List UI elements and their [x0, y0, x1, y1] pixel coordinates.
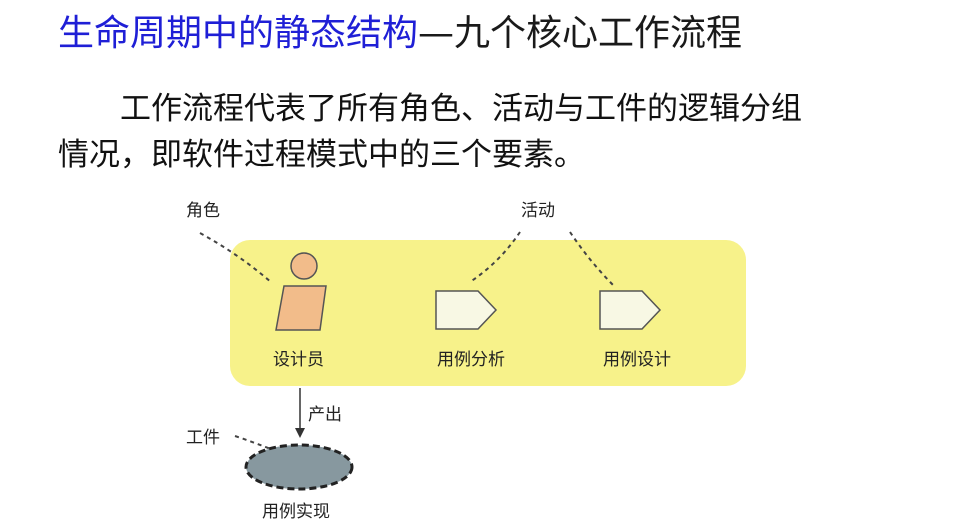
- page-title: 生命周期中的静态结构—九个核心工作流程: [58, 10, 742, 58]
- description-paragraph: 工作流程代表了所有角色、活动与工件的逻辑分组 情况，即软件过程模式中的三个要素。: [58, 86, 938, 178]
- title-dash: —: [418, 13, 455, 54]
- paragraph-line-2: 情况，即软件过程模式中的三个要素。: [58, 137, 585, 173]
- activity-label-2: 用例设计: [603, 350, 671, 370]
- title-highlight: 生命周期中的静态结构: [58, 13, 419, 54]
- title-rest: 九个核心工作流程: [454, 13, 743, 54]
- activity-callout-label: 活动: [521, 201, 555, 221]
- worker-icon: [275, 252, 327, 331]
- artifact-icon: [244, 443, 354, 491]
- artifact-label: 用例实现: [262, 502, 330, 522]
- activity-callout-line-1: [469, 231, 521, 283]
- activity-label-1: 用例分析: [437, 350, 505, 370]
- activity-icon-1: [435, 290, 498, 330]
- role-callout-line: [199, 232, 273, 284]
- role-callout-label: 角色: [186, 201, 220, 221]
- activity-icon-2: [599, 290, 662, 330]
- worker-label: 设计员: [273, 350, 324, 370]
- artifact-callout-label: 工件: [186, 428, 220, 448]
- paragraph-line-1: 工作流程代表了所有角色、活动与工件的逻辑分组: [120, 91, 802, 127]
- activity-callout-line-2: [569, 231, 616, 288]
- produce-arrow-label: 产出: [308, 405, 342, 425]
